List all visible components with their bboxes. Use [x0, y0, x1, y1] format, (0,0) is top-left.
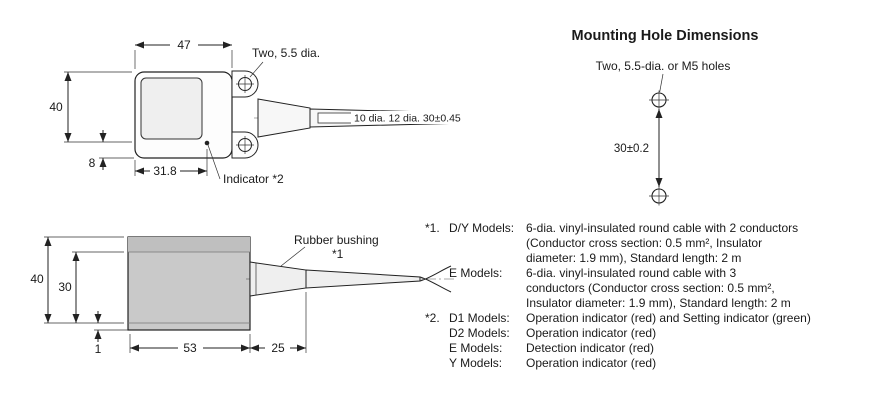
footnote-row-d2-models: D2 Models: Operation indicator (red)	[425, 326, 887, 341]
rubber-bushing-shape	[249, 261, 307, 297]
footnote-model-label: E Models:	[449, 266, 503, 280]
footnote-line: Operation indicator (red) and Setting in…	[526, 311, 811, 325]
side-view-drawing: Rubber bushing *1 40 30 1 53	[30, 233, 456, 356]
sensor-body-top	[134, 70, 259, 159]
dim-25: 25	[250, 292, 307, 355]
dim-53-label: 53	[183, 341, 197, 355]
mounting-hole-drawing: Two, 5.5-dia. or M5 holes 30±0.2	[596, 59, 731, 206]
footnote-text: 6-dia. vinyl-insulated round cable with …	[526, 266, 887, 311]
dim-30-side-label: 30	[58, 280, 72, 294]
two-holes-label: Two, 5.5 dia.	[252, 46, 320, 60]
footnote-line: (Conductor cross section: 0.5 mm², Insul…	[526, 236, 763, 250]
footnote-row-dy-models: *1. D/Y Models: 6-dia. vinyl-insulated r…	[425, 221, 887, 266]
dim-1-lip: 1	[94, 311, 128, 356]
dim-47: 47	[134, 38, 233, 69]
dim-30-side-view: 30	[58, 251, 124, 323]
footnote-text: Detection indicator (red)	[526, 341, 887, 356]
footnote-marker: *2.	[425, 311, 440, 325]
footnote-text: 6-dia. vinyl-insulated round cable with …	[526, 221, 887, 266]
dim-1-label: 1	[95, 342, 102, 356]
footnote-text: Operation indicator (red)	[526, 356, 887, 371]
footnote-line: Insulator diameter: 1.9 mm), Standard le…	[526, 296, 791, 310]
dim-40-label: 40	[49, 100, 63, 114]
footnote-model-label: D2 Models:	[449, 326, 510, 340]
footnote-model-label: D/Y Models:	[449, 221, 515, 235]
cable-top: 10 dia. 12 dia. 30±0.45	[254, 98, 477, 138]
dim-40-side-label: 40	[30, 272, 44, 286]
dim-31-8-label: 31.8	[153, 164, 177, 178]
dim-hole-spacing: 30±0.2	[614, 109, 663, 187]
footnote-model-label: E Models:	[449, 341, 503, 355]
footnote-line: Operation indicator (red)	[526, 326, 657, 340]
dim-8-label: 8	[89, 156, 96, 170]
rubber-bushing-label: Rubber bushing	[294, 233, 379, 247]
dim-40-top-view: 40	[49, 71, 132, 143]
cable-dimension-label: 10 dia. 12 dia. 30±0.45	[354, 113, 461, 125]
footnote-line: Detection indicator (red)	[526, 341, 655, 355]
dim-53: 53	[129, 334, 251, 355]
footnote-line: 6-dia. vinyl-insulated round cable with …	[526, 266, 737, 280]
indicator-callout: Indicator *2	[207, 144, 284, 186]
wire-strand	[419, 265, 452, 282]
footnote-marker: *1.	[425, 221, 440, 235]
mounting-holes-label: Two, 5.5-dia. or M5 holes	[596, 59, 731, 73]
bushing-footnote-ref: *1	[332, 247, 344, 261]
holes-callout-top-view: Two, 5.5 dia.	[249, 46, 320, 78]
footnote-row-y-models: Y Models: Operation indicator (red)	[425, 356, 887, 371]
mounting-hole-circle-top	[649, 90, 669, 110]
dim-25-label: 25	[271, 341, 285, 355]
footnote-text: Operation indicator (red) and Setting in…	[526, 311, 887, 326]
footnote-row-d1-models: *2. D1 Models: Operation indicator (red)…	[425, 311, 887, 326]
footnote-line: conductors (Conductor cross section: 0.5…	[526, 281, 775, 295]
bushing-callout: Rubber bushing *1	[280, 233, 379, 267]
mounting-hole-title: Mounting Hole Dimensions	[571, 28, 759, 44]
footnote-line: 6-dia. vinyl-insulated round cable with …	[526, 221, 799, 235]
indicator-label: Indicator *2	[223, 172, 284, 186]
cable-side	[246, 261, 456, 297]
footnote-line: Operation indicator (red)	[526, 356, 657, 370]
dim-31-8: 31.8	[134, 149, 208, 178]
dim-hole-spacing-label: 30±0.2	[614, 143, 649, 155]
footnote-text: Operation indicator (red)	[526, 326, 887, 341]
wire-strand	[419, 276, 452, 293]
dim-47-label: 47	[177, 38, 191, 52]
footnote-model-label: D1 Models:	[449, 311, 510, 325]
footnote-line: diameter: 1.9 mm), Standard length: 2 m	[526, 251, 742, 265]
footnote-row-e-models-indicator: E Models: Detection indicator (red)	[425, 341, 887, 356]
top-view-drawing: 10 dia. 12 dia. 30±0.45 47 40 8 31	[49, 38, 477, 186]
footnotes: *1. D/Y Models: 6-dia. vinyl-insulated r…	[425, 221, 887, 371]
dim-40-side-view: 40	[30, 236, 124, 324]
indicator-dot	[204, 140, 210, 146]
footnote-row-e-models-cable: E Models: 6-dia. vinyl-insulated round c…	[425, 266, 887, 311]
dim-8: 8	[89, 130, 134, 170]
mounting-hole-circle-bottom	[649, 186, 669, 206]
sensor-body-side	[127, 236, 251, 331]
footnote-model-label: Y Models:	[449, 356, 503, 370]
